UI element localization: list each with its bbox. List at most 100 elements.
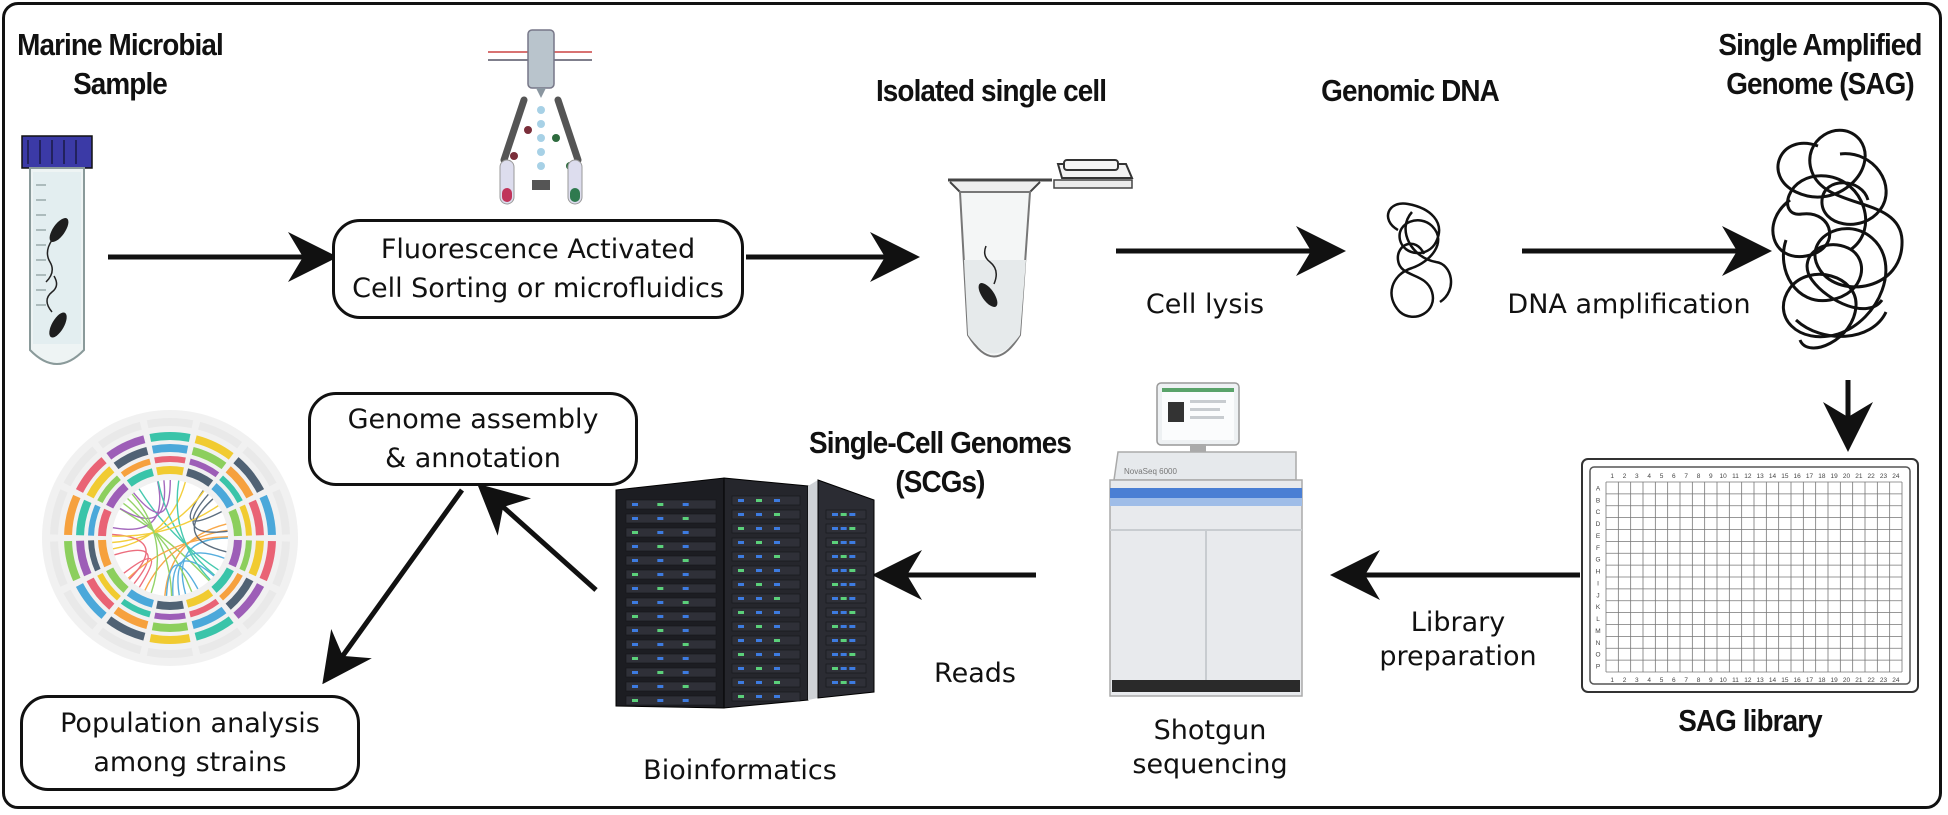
rack-led — [657, 517, 664, 520]
circos-segment — [259, 540, 276, 582]
rack-led — [632, 545, 638, 548]
rack-led — [832, 681, 838, 684]
population-analysis-box: Population analysis among strains — [20, 695, 360, 791]
plate-column-label: 16 — [1794, 473, 1802, 480]
rack-unit — [731, 551, 801, 562]
rack-led — [738, 527, 744, 530]
genomic-dna-title: Genomic DNA — [1321, 73, 1500, 108]
rack-led — [632, 671, 638, 674]
rack-led — [774, 555, 780, 558]
rack-unit — [731, 691, 801, 702]
rack-led — [832, 555, 838, 558]
rack-unit — [731, 635, 801, 646]
plate-column-label: 2 — [1623, 677, 1627, 684]
rack-led — [682, 531, 689, 534]
circos-segment — [146, 418, 194, 429]
rack-unit — [625, 611, 717, 622]
circos-segment — [239, 540, 252, 572]
rack-led — [774, 513, 780, 516]
circos-segment — [97, 475, 121, 503]
circos-segment — [151, 622, 189, 632]
plate-column-label: 23 — [1880, 473, 1888, 480]
sag-tangle-icon — [1771, 128, 1904, 350]
rack-led — [840, 667, 847, 670]
rack-led — [849, 639, 856, 642]
circos-segment — [248, 540, 264, 577]
rack-led — [657, 643, 664, 646]
rack-led — [756, 499, 762, 502]
rack-led — [756, 569, 762, 572]
rack-led — [632, 503, 638, 506]
plate-row-label: H — [1596, 569, 1601, 576]
circos-link — [123, 502, 193, 593]
rack-led — [632, 643, 638, 646]
circos-link — [131, 493, 159, 594]
rack-led — [632, 531, 638, 534]
circos-link — [119, 480, 166, 520]
circos-segment — [225, 466, 254, 499]
rack-led — [632, 615, 638, 618]
circos-segment — [154, 612, 186, 620]
rack-led — [682, 643, 689, 646]
circos-segment — [63, 589, 98, 630]
plate-column-label: 10 — [1720, 677, 1728, 684]
circos-segment — [76, 540, 92, 577]
circos-segment — [113, 447, 149, 470]
plate-column-label: 12 — [1744, 677, 1752, 684]
circos-segment — [233, 583, 265, 619]
rack-led — [738, 681, 744, 684]
circos-segment — [211, 483, 234, 509]
plate-row-label: G — [1595, 557, 1600, 564]
plate-row-label: B — [1596, 497, 1600, 504]
rack-led — [840, 513, 847, 516]
plate-column-label: 13 — [1757, 677, 1765, 684]
arrow-assembly-to-population — [322, 488, 465, 685]
circos-segment — [189, 458, 220, 478]
rack-unit — [625, 639, 717, 650]
circos-segment — [242, 446, 277, 487]
circos-segment — [98, 421, 142, 449]
circos-segment — [259, 494, 276, 536]
rack-led — [738, 513, 744, 516]
plate-column-label: 13 — [1757, 473, 1765, 480]
rack-led — [756, 597, 762, 600]
rack-led — [756, 653, 762, 656]
plate-column-label: 4 — [1647, 677, 1651, 684]
rack-led — [840, 555, 847, 558]
circos-segment — [146, 647, 194, 658]
rack-led — [756, 513, 762, 516]
circos-segment — [156, 600, 184, 610]
rack-unit — [625, 499, 717, 510]
circos-segment — [219, 475, 243, 503]
rack-led — [756, 611, 762, 614]
plate-column-label: 6 — [1672, 677, 1676, 684]
sag-title: Single Amplified Genome (SAG) — [1718, 27, 1922, 101]
plate-row-label: D — [1596, 521, 1601, 528]
rack-led — [756, 625, 762, 628]
rack-unit — [731, 677, 801, 688]
plate-row-label: A — [1596, 485, 1601, 492]
rack-led — [657, 601, 664, 604]
sag-library-title: SAG library — [1678, 703, 1823, 738]
marine-sample-title: Marine Microbial Sample — [17, 27, 224, 101]
circos-link — [114, 549, 149, 585]
circos-link — [177, 552, 225, 596]
rack-led — [756, 667, 762, 670]
server-rack-icon — [615, 477, 875, 709]
circos-segment — [194, 616, 234, 641]
rack-led — [849, 611, 856, 614]
circos-segment — [186, 589, 214, 608]
circos-segment — [64, 494, 81, 536]
rack-unit — [731, 649, 801, 660]
plate-column-label: 14 — [1769, 473, 1777, 480]
plate-row-label: O — [1595, 652, 1600, 659]
sequencer-machine-icon: NovaSeq 6000 — [1109, 382, 1303, 697]
rack-led — [632, 629, 638, 632]
plate-column-label: 7 — [1684, 473, 1688, 480]
circos-link — [112, 481, 187, 550]
circos-segment — [106, 616, 146, 641]
rack-unit — [625, 667, 717, 678]
circos-plot-icon — [42, 410, 298, 666]
rack-led — [774, 695, 780, 698]
rack-led — [832, 597, 838, 600]
